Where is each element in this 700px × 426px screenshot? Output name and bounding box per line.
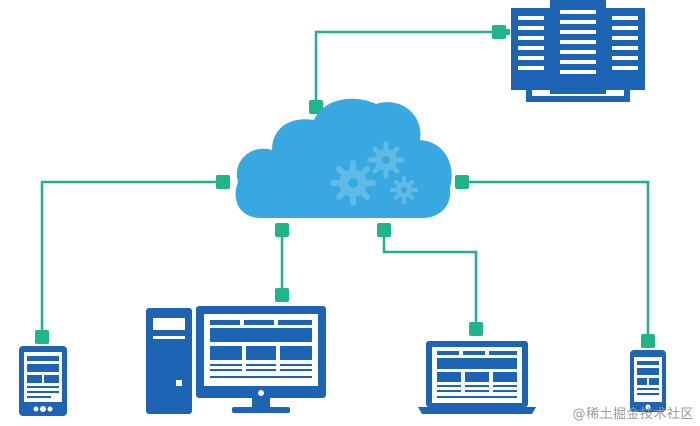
connectors bbox=[35, 25, 655, 348]
line-cloud-server bbox=[314, 30, 493, 104]
connector-icon bbox=[35, 330, 49, 344]
connector-pin-icon bbox=[504, 29, 510, 35]
server-rack-icon bbox=[511, 0, 645, 102]
connector-icon bbox=[455, 175, 469, 189]
connector-icon bbox=[641, 334, 655, 348]
connector-icon bbox=[216, 175, 230, 189]
desktop-computer-icon bbox=[146, 306, 326, 414]
gear-icon bbox=[330, 160, 376, 206]
line-cloud-laptop bbox=[382, 232, 478, 322]
smartphone-icon bbox=[630, 350, 666, 412]
connector-icon bbox=[275, 223, 289, 237]
connector-icon bbox=[275, 288, 289, 302]
watermark-text: @稀土掘金技术社区 bbox=[572, 407, 694, 422]
connection-lines bbox=[40, 30, 650, 336]
gear-icon bbox=[390, 176, 418, 204]
connector-icon bbox=[309, 100, 323, 114]
gear-icon bbox=[367, 141, 405, 179]
line-cloud-tablet bbox=[40, 180, 222, 332]
connector-icon bbox=[492, 25, 506, 39]
laptop-icon bbox=[418, 341, 536, 414]
tablet-icon bbox=[19, 346, 67, 416]
connector-icon bbox=[377, 223, 391, 237]
line-cloud-phone bbox=[462, 180, 650, 336]
connector-icon bbox=[469, 322, 483, 336]
cloud-icon bbox=[235, 98, 452, 218]
